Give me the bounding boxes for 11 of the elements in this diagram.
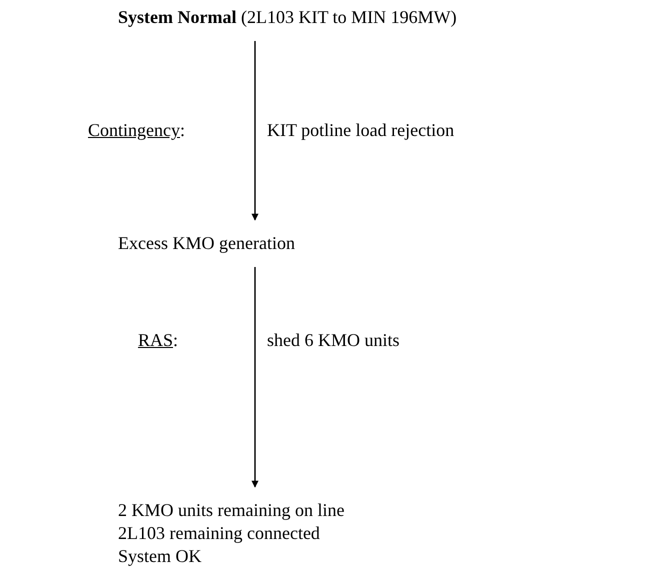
node-text: Excess KMO generation xyxy=(118,232,295,255)
edge-label: shed 6 KMO units xyxy=(267,329,400,351)
node-text: 2 KMO units remaining on line xyxy=(118,499,344,522)
step-label: Contingency: xyxy=(88,119,186,141)
arrow xyxy=(252,267,258,488)
edge-label: KIT potline load rejection xyxy=(267,119,454,141)
step-label: RAS: xyxy=(138,329,178,351)
arrow xyxy=(252,41,258,221)
node-text: System Normal (2L103 KIT to MIN 196MW) xyxy=(118,6,457,29)
node-text: 2L103 remaining connected xyxy=(118,522,321,545)
node-text: System OK xyxy=(118,545,203,568)
